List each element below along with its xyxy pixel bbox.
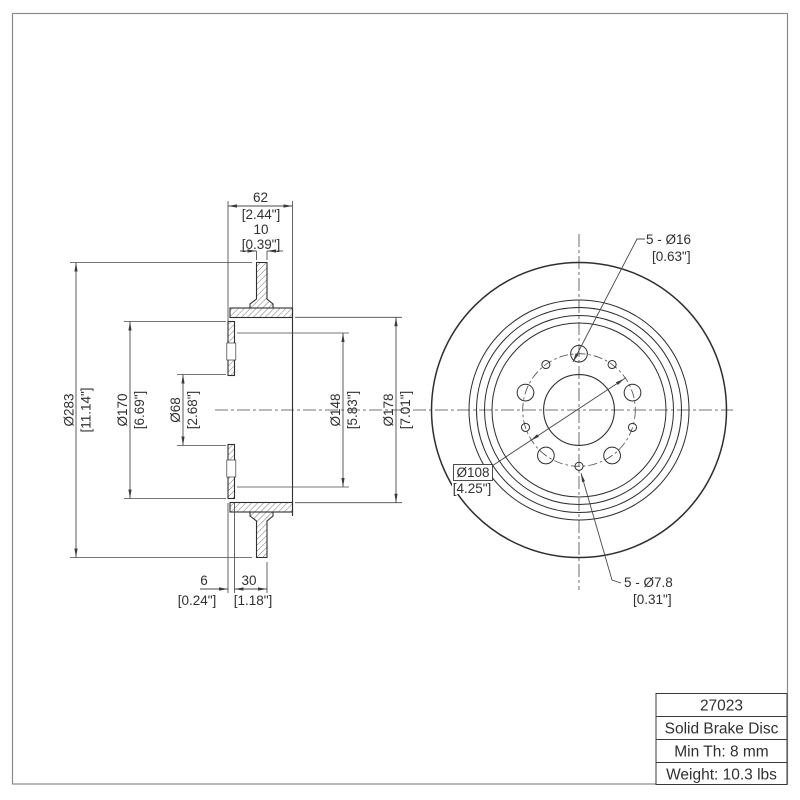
- dim-disc-thickness-mm: 10: [253, 222, 268, 237]
- dim-overall-width-in: [2.44"]: [242, 207, 281, 222]
- dim-bore-dia-in: [2.68"]: [185, 391, 200, 430]
- rim-bottom-section: [249, 511, 274, 559]
- dim-hat-depth-mm: 30: [241, 573, 256, 588]
- dim-flange-dia-in: [6.69"]: [132, 391, 147, 430]
- min-thickness: Min Th: 8 mm: [674, 744, 768, 761]
- title-block: 27023 Solid Brake Disc Min Th: 8 mm Weig…: [655, 693, 788, 785]
- bolt-circle: [522, 353, 636, 467]
- outer-diameter-circle: [430, 261, 728, 559]
- dim-outer-dia-in: [11.14"]: [79, 387, 94, 432]
- label-bolt-circle-mm: Ø108: [456, 465, 489, 480]
- page-border: [11, 12, 789, 785]
- hat-step-circle-2: [484, 315, 674, 505]
- dim-wall-thickness-in: [0.24"]: [178, 593, 217, 608]
- front-view: 5 - Ø16 [0.63"] Ø108 [4.25"] 5 - Ø7.8 [0…: [430, 232, 728, 607]
- bolt-circle-label-box: [453, 464, 493, 481]
- hat-step-circle-1: [476, 307, 682, 513]
- hat-plate-bottom-section: [229, 501, 294, 513]
- label-bolt-holes-in: [0.63"]: [652, 249, 691, 264]
- dim-wall-thickness-mm: 6: [200, 573, 208, 588]
- label-access-holes-in: [0.31"]: [633, 592, 672, 607]
- rim-inner-circle: [468, 299, 690, 521]
- part-number: 27023: [700, 698, 743, 715]
- leader-arrows: [530, 353, 625, 482]
- center-bore-circle: [543, 374, 615, 446]
- dimension-arrows: [74, 204, 398, 591]
- disc-circles: [430, 261, 728, 559]
- dim-bore-dia-mm: Ø68: [168, 397, 183, 423]
- bolt-holes: [516, 344, 642, 465]
- label-access-holes-mm: 5 - Ø7.8: [624, 575, 673, 590]
- part-description: Solid Brake Disc: [665, 721, 779, 738]
- dim-inner-dia-mm: Ø178: [381, 393, 396, 426]
- bolt-circle-label-mask: [452, 481, 494, 494]
- weight: Weight: 10.3 lbs: [666, 767, 777, 784]
- dim-hat-depth-in: [1.18"]: [234, 593, 273, 608]
- dim-inner-dia-in: [7.01"]: [398, 391, 413, 430]
- dim-recess-dia-mm: Ø148: [328, 393, 343, 426]
- bolt-hole-slot-bottom: [226, 459, 237, 478]
- dim-overall-width-mm: 62: [253, 190, 268, 205]
- cross-section-view: 62 [2.44"] 10 [0.39"] Ø283 [11.14"] Ø170…: [62, 190, 733, 608]
- label-bolt-holes-mm: 5 - Ø16: [646, 232, 691, 247]
- bolt-hole-slot-top: [226, 342, 237, 361]
- extension-lines: [70, 201, 402, 593]
- access-holes: [520, 359, 638, 471]
- dim-recess-dia-in: [5.83"]: [345, 391, 360, 430]
- dim-disc-thickness-in: [0.39"]: [242, 237, 281, 252]
- dim-outer-dia-mm: Ø283: [62, 393, 77, 426]
- hat-plate-top-section: [229, 307, 294, 319]
- rim-top-section: [249, 261, 274, 309]
- flange-circle: [491, 322, 667, 498]
- label-bolt-circle-in: [4.25"]: [453, 481, 492, 496]
- dim-flange-dia-mm: Ø170: [115, 393, 130, 426]
- leader-lines: [491, 238, 645, 584]
